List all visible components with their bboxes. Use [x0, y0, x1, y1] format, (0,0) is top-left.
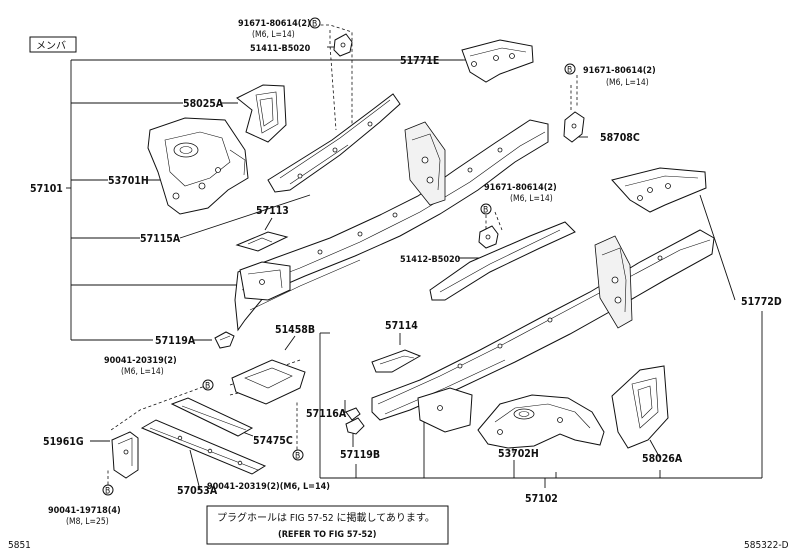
- part-57119B-clip: [345, 417, 365, 435]
- label-51411-B5020: 51411-B5020: [250, 44, 311, 54]
- circle-b-symbol: B: [295, 452, 300, 462]
- part-51411-bracket: [333, 33, 353, 57]
- label-58708C: 58708C: [600, 132, 640, 144]
- circle-b-symbol: B: [312, 20, 317, 30]
- label-51771E: 51771E: [400, 55, 439, 67]
- label-90041-left-spec: (M6, L=14): [121, 367, 164, 377]
- reference-note-box: プラグホールは FIG 57-52 に掲載してあります。 (REFER TO F…: [206, 505, 449, 545]
- part-57101-frame-rail: [234, 119, 549, 332]
- label-90041-19718: 90041-19718(4): [48, 506, 121, 516]
- circle-b-symbol: B: [205, 382, 210, 392]
- circle-b-symbol: B: [567, 66, 572, 76]
- part-57119A-clip: [214, 331, 235, 349]
- part-51458B-support: [231, 359, 306, 405]
- label-53702H: 53702H: [498, 448, 539, 460]
- label-57114: 57114: [385, 320, 418, 332]
- label-91671-top-spec: (M6, L=14): [252, 30, 295, 40]
- part-57115A-rail: [267, 93, 401, 193]
- label-91671-mid-spec: (M6, L=14): [510, 194, 553, 204]
- figure-number: 5851: [8, 540, 31, 551]
- part-58025A-panel: [236, 84, 287, 143]
- label-51772D: 51772D: [741, 296, 782, 308]
- label-58025A: 58025A: [183, 98, 224, 110]
- note-line-2: (REFER TO FIG 57-52): [278, 530, 376, 540]
- label-57119A: 57119A: [155, 335, 196, 347]
- section-label-box: メンバ: [29, 36, 77, 53]
- part-51771E-bracket: [461, 39, 534, 83]
- label-51961G: 51961G: [43, 436, 84, 448]
- label-91671-right-spec: (M6, L=14): [606, 78, 649, 88]
- circle-b-symbol: B: [483, 206, 488, 216]
- label-57053A: 57053A: [177, 485, 218, 497]
- part-57114-plate: [371, 349, 422, 373]
- label-57116A: 57116A: [306, 408, 347, 420]
- part-57053A-bar: [140, 419, 267, 475]
- label-51458B: 51458B: [275, 324, 315, 336]
- part-58708C-bracket: [563, 111, 585, 143]
- bracket-57101: [66, 59, 463, 341]
- label-57119B: 57119B: [340, 449, 380, 461]
- section-label: メンバ: [36, 40, 66, 52]
- label-57101: 57101: [30, 183, 63, 195]
- label-57113: 57113: [256, 205, 289, 217]
- label-91671-top: 91671-80614(2): [238, 19, 311, 29]
- note-line-1: プラグホールは FIG 57-52 に掲載してあります。: [217, 511, 435, 524]
- part-57475C-plate: [170, 397, 254, 437]
- drawing-code: 585322-D: [744, 540, 789, 551]
- circle-b-symbol: B: [105, 487, 110, 497]
- bracket-57102: [319, 311, 763, 488]
- part-53702H-wheel-housing: [477, 394, 605, 449]
- label-53701H: 53701H: [108, 175, 149, 187]
- part-51961G-bracket: [111, 431, 139, 479]
- label-58026A: 58026A: [642, 453, 683, 465]
- label-90041-bottom: 90041-20319(2)(M6, L=14): [207, 482, 330, 492]
- label-51412-B5020: 51412-B5020: [400, 255, 461, 265]
- label-91671-mid: 91671-80614(2): [484, 183, 557, 193]
- part-57116A-clip: [345, 407, 361, 421]
- part-51772D-bracket: [611, 167, 707, 213]
- label-57115A: 57115A: [140, 233, 181, 245]
- part-58026A-panel: [611, 365, 669, 449]
- label-57475C: 57475C: [253, 435, 293, 447]
- label-90041-19718-spec: (M8, L=25): [66, 517, 109, 527]
- label-90041-left: 90041-20319(2): [104, 356, 177, 366]
- part-57113-plate: [235, 231, 289, 252]
- label-57102: 57102: [525, 493, 558, 505]
- part-53701H-wheel-housing: [147, 117, 249, 215]
- part-57102-frame-rail: [371, 221, 715, 433]
- circle-b-markers: B B B B B B: [102, 17, 576, 497]
- label-91671-right: 91671-80614(2): [583, 66, 656, 76]
- part-51412-bracket: [478, 225, 499, 249]
- part-labels: 91671-80614(2) (M6, L=14) 51411-B5020 51…: [30, 19, 782, 527]
